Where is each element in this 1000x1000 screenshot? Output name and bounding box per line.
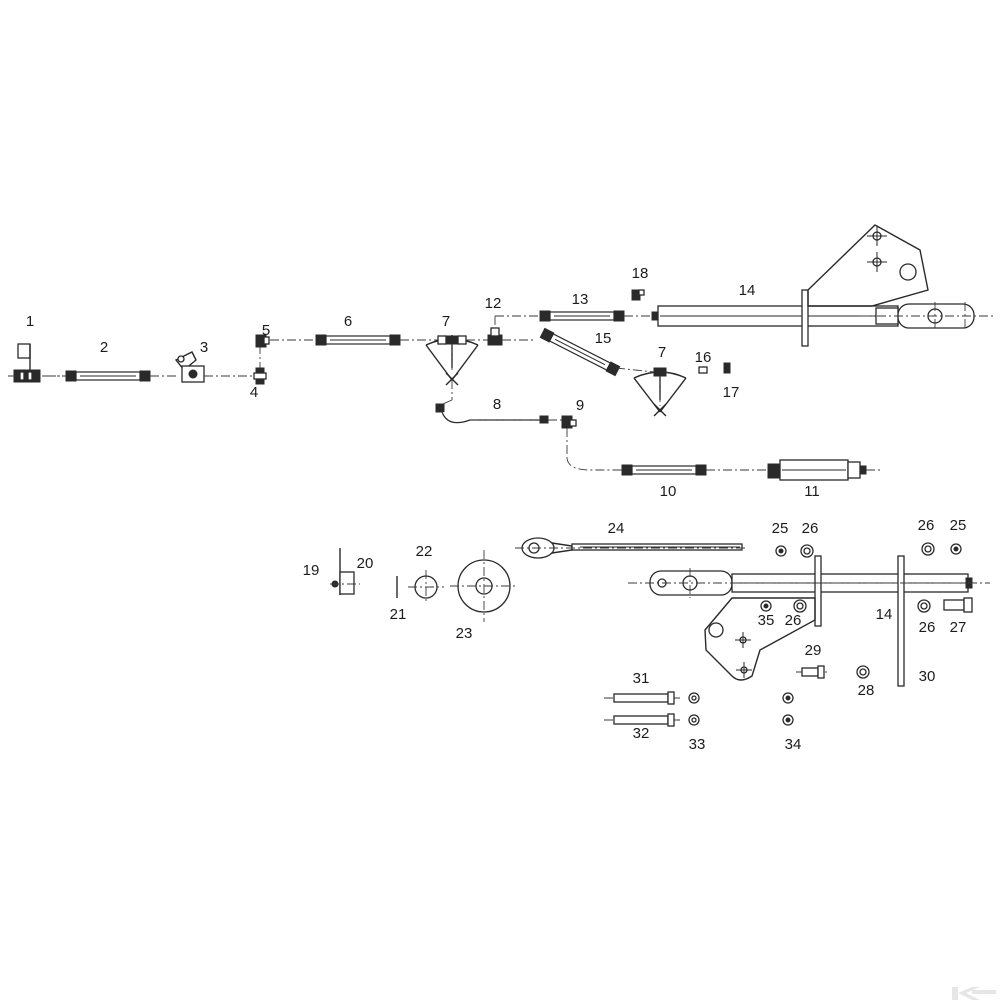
callout-label: 26 bbox=[785, 612, 802, 629]
part-17-nut bbox=[723, 362, 731, 374]
callout-label: 31 bbox=[633, 670, 650, 687]
callout-label: 3 bbox=[200, 339, 208, 356]
part-16-fitting bbox=[698, 366, 708, 374]
callout-label: 16 bbox=[695, 349, 712, 366]
callout-label: 34 bbox=[785, 736, 802, 753]
brand-k-logo-icon bbox=[952, 987, 996, 1000]
callout-label: 27 bbox=[950, 619, 967, 636]
callout-label: 18 bbox=[632, 265, 649, 282]
callout-label: 2 bbox=[100, 339, 108, 356]
part-9-elbow bbox=[561, 415, 622, 471]
part-4-tee bbox=[253, 345, 267, 385]
callout-label: 14 bbox=[876, 606, 893, 623]
callout-label: 5 bbox=[262, 322, 270, 339]
callout-label: 19 bbox=[303, 562, 320, 579]
part-31-32-bolts bbox=[604, 691, 680, 727]
part-1-valve bbox=[8, 343, 60, 383]
callout-label: 13 bbox=[572, 291, 589, 308]
part-24-rod-end bbox=[515, 537, 745, 559]
callout-label: 10 bbox=[660, 483, 677, 500]
callout-label: 25 bbox=[950, 517, 967, 534]
callout-label: 21 bbox=[390, 606, 407, 623]
callout-label: 29 bbox=[805, 642, 822, 659]
callout-label: 7 bbox=[658, 344, 666, 361]
part-2-hose bbox=[45, 370, 176, 382]
callout-label: 25 bbox=[772, 520, 789, 537]
part-12-tee bbox=[487, 315, 540, 346]
callout-label: 17 bbox=[723, 384, 740, 401]
callout-label: 6 bbox=[344, 313, 352, 330]
part-14-hydraulic-cylinder bbox=[651, 224, 995, 347]
washers-nuts bbox=[760, 542, 973, 679]
part-29-bolt bbox=[796, 665, 828, 679]
callout-label: 8 bbox=[493, 396, 501, 413]
part-15-hose bbox=[539, 327, 655, 377]
callout-label: 33 bbox=[689, 736, 706, 753]
callout-label: 1 bbox=[26, 313, 34, 330]
part-19-20-bracket bbox=[330, 548, 360, 595]
callout-label: 32 bbox=[633, 725, 650, 742]
callout-label: 26 bbox=[918, 517, 935, 534]
callout-label: 4 bbox=[250, 384, 258, 401]
part-10-hose bbox=[621, 464, 770, 476]
callout-label: 30 bbox=[919, 668, 936, 685]
callout-label: 11 bbox=[804, 483, 820, 500]
callout-label: 22 bbox=[416, 543, 433, 560]
part-3-lever-valve bbox=[174, 351, 252, 383]
callout-label: 20 bbox=[357, 555, 374, 572]
callout-label: 7 bbox=[442, 313, 450, 330]
part-18-elbow bbox=[631, 289, 645, 301]
callout-label: 23 bbox=[456, 625, 473, 642]
callout-label: 12 bbox=[485, 295, 502, 312]
callout-label: 15 bbox=[595, 330, 612, 347]
callout-label: 9 bbox=[576, 397, 584, 414]
callout-label: 26 bbox=[802, 520, 819, 537]
part-22-bushing bbox=[408, 570, 444, 604]
part-33-34-nuts bbox=[688, 692, 794, 726]
callout-labels: 1 2 3 4 5 6 7 12 13 14 18 15 7 16 17 8 9… bbox=[26, 265, 967, 753]
callout-label: 14 bbox=[739, 282, 756, 299]
part-14-hydraulic-cylinder-lower bbox=[628, 555, 990, 687]
callout-label: 35 bbox=[758, 612, 775, 629]
part-13-hose bbox=[539, 310, 652, 322]
callout-label: 26 bbox=[919, 619, 936, 636]
part-7-pressure-gauge bbox=[425, 335, 488, 386]
callout-label: 24 bbox=[608, 520, 625, 537]
part-7-pressure-gauge-right bbox=[633, 367, 687, 417]
part-8-hose bbox=[435, 380, 565, 424]
part-5-elbow bbox=[255, 334, 316, 348]
part-6-hose bbox=[315, 334, 440, 346]
callout-label: 28 bbox=[858, 682, 875, 699]
part-23-disc bbox=[450, 550, 518, 622]
part-11-cylinder bbox=[767, 459, 882, 481]
